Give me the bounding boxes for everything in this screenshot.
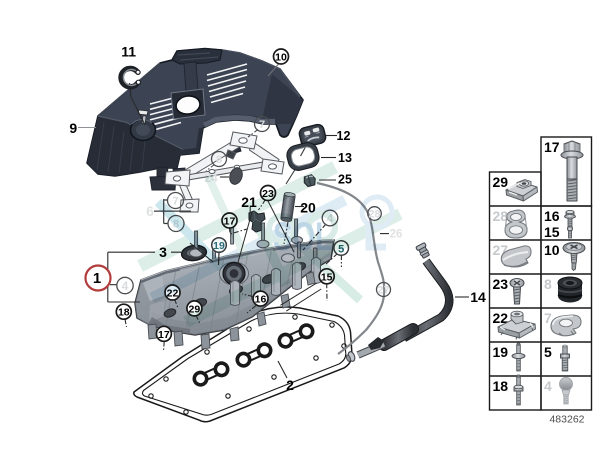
- svg-text:8: 8: [216, 154, 222, 166]
- svg-text:28: 28: [493, 208, 509, 224]
- svg-text:25: 25: [338, 173, 352, 187]
- svg-text:22: 22: [493, 310, 509, 326]
- svg-text:6: 6: [146, 203, 154, 219]
- svg-text:13: 13: [338, 151, 352, 165]
- svg-text:19: 19: [493, 344, 509, 360]
- svg-text:27: 27: [377, 285, 389, 297]
- svg-text:16: 16: [544, 208, 560, 224]
- svg-text:16: 16: [255, 294, 267, 306]
- svg-text:18: 18: [493, 378, 509, 394]
- svg-text:483262: 483262: [549, 414, 584, 426]
- svg-text:17: 17: [158, 329, 170, 341]
- svg-text:11: 11: [121, 44, 136, 60]
- svg-text:SOL: SOL: [273, 215, 333, 259]
- svg-text:12: 12: [337, 129, 351, 143]
- svg-text:7: 7: [172, 196, 178, 208]
- svg-text:1: 1: [93, 270, 101, 287]
- svg-text:28: 28: [368, 209, 380, 221]
- svg-text:4: 4: [122, 279, 129, 293]
- svg-text:29: 29: [493, 174, 509, 190]
- svg-text:17: 17: [544, 139, 560, 155]
- svg-text:9: 9: [69, 120, 77, 136]
- svg-text:23: 23: [493, 276, 509, 292]
- svg-text:14: 14: [470, 289, 486, 305]
- svg-text:15: 15: [544, 224, 560, 240]
- svg-text:8: 8: [544, 276, 552, 292]
- svg-text:2: 2: [286, 377, 294, 393]
- svg-text:7: 7: [544, 310, 552, 326]
- svg-text:7: 7: [259, 119, 265, 131]
- svg-text:15: 15: [321, 271, 333, 283]
- svg-text:10: 10: [544, 242, 560, 258]
- svg-text:4: 4: [544, 378, 552, 394]
- svg-text:29: 29: [189, 303, 201, 315]
- svg-text:26: 26: [390, 229, 403, 241]
- svg-text:5: 5: [544, 344, 552, 360]
- svg-text:10: 10: [275, 52, 287, 64]
- svg-text:19: 19: [213, 240, 225, 252]
- svg-text:18: 18: [118, 307, 130, 319]
